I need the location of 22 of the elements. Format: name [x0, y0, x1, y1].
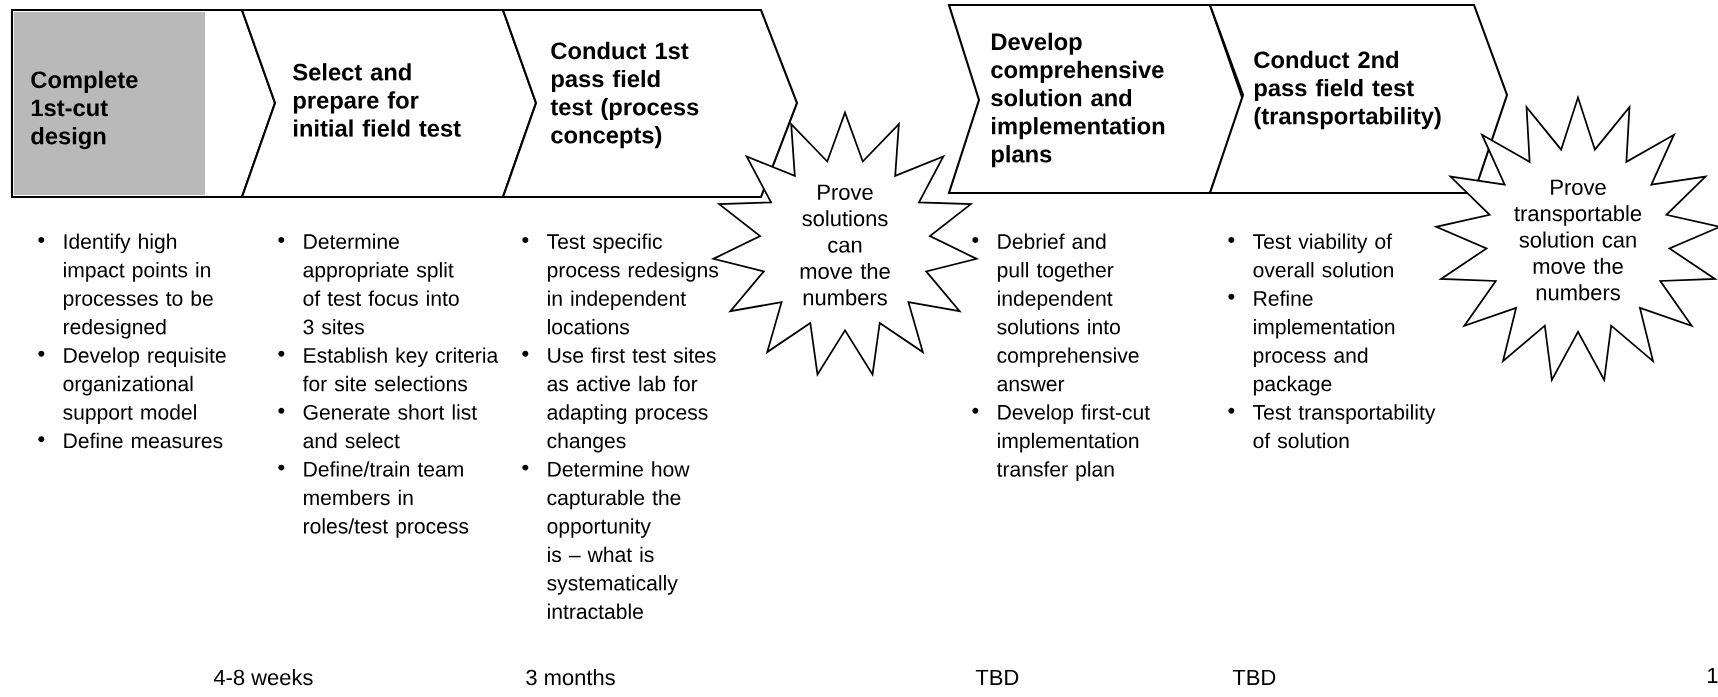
bullet-item: Determine how capturable the opportunity is – what is systematically intractable [522, 461, 690, 619]
duration-label: TBD [975, 669, 1019, 685]
bullet-item: Establish key criteria for site selections [278, 347, 499, 392]
duration-label: TBD [1232, 669, 1276, 685]
process-step: Develop comprehensive solution and implementation plans [947, 3, 1245, 195]
bullet-item: Identify high impact points in processes to be redesigned [38, 233, 213, 339]
process-step: Complete 1st-cut design [10, 8, 277, 199]
bullet-item: Define/train team members in roles/test process [278, 461, 469, 538]
bullet-item: Develop first-cut implementation transfer plan [972, 404, 1150, 481]
bullet-item: Determine appropriate split of test focus into 3 sites [278, 233, 459, 335]
bullet-item: Develop requisite organizational support model [38, 347, 226, 424]
node-label: Prove transportable solution can move the numbers [1514, 179, 1642, 301]
bullet-item: Refine implementation process and package [1228, 290, 1395, 396]
bullet-item: Define measures [38, 432, 223, 449]
bullet-item: Test transportability of solution [1228, 404, 1436, 449]
process-step: Conduct 2nd pass field test (transportability) [1208, 3, 1509, 195]
duration-label: 3 months [526, 669, 615, 686]
bullet-item: Generate short list and select [278, 404, 477, 449]
duration-label: 4-8 weeks [213, 669, 313, 686]
page-number: 1 [1708, 667, 1718, 683]
process-step: Conduct 1st pass field test (process concepts) [501, 8, 799, 199]
bullet-item: Test viability of overall solution [1228, 233, 1393, 278]
